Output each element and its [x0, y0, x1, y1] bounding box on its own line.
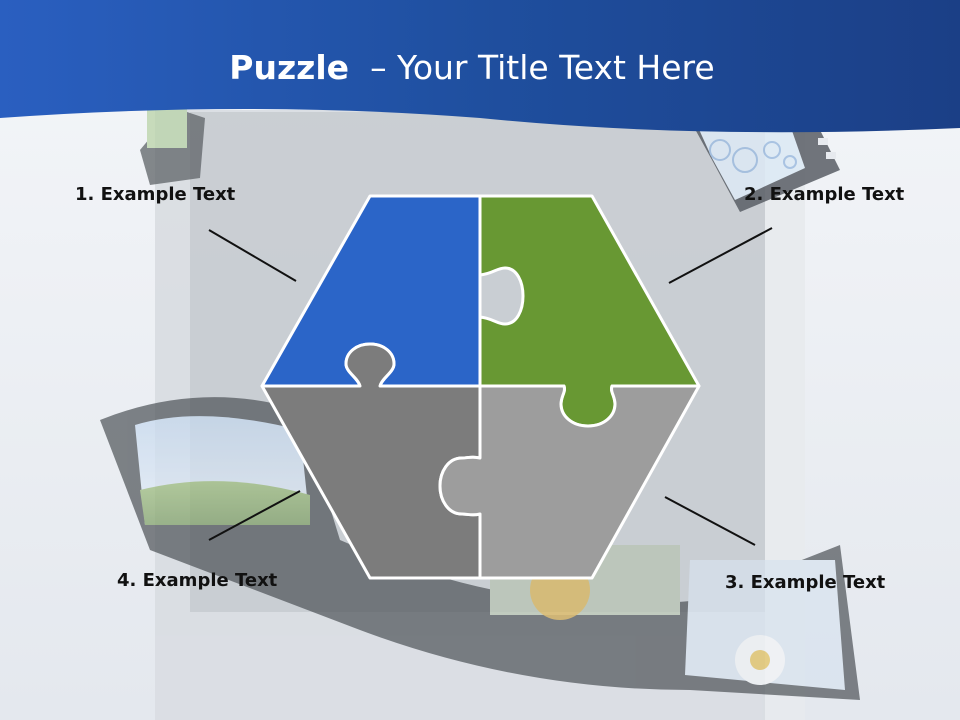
page-title: Puzzle – Your Title Text Here [0, 48, 944, 87]
example-text-3: 3. Example Text [725, 572, 886, 593]
connector-line-2 [668, 227, 773, 284]
title-rest: – Your Title Text Here [370, 48, 715, 87]
connector-line-1 [208, 229, 297, 282]
puzzle-hexagon [260, 194, 701, 580]
title-bold: Puzzle [229, 48, 350, 87]
connector-line-4 [208, 490, 301, 541]
film-strip-top-right [690, 120, 840, 212]
header-band [0, 0, 960, 133]
puzzle-piece-4 [438, 384, 701, 580]
example-text-2: 2. Example Text [744, 184, 905, 205]
connector-line-3 [664, 496, 756, 546]
example-text-1: 1. Example Text [75, 184, 236, 205]
film-strip-top-left [140, 108, 205, 185]
example-text-4: 4. Example Text [117, 570, 278, 591]
film-strip-bottom [100, 397, 860, 700]
